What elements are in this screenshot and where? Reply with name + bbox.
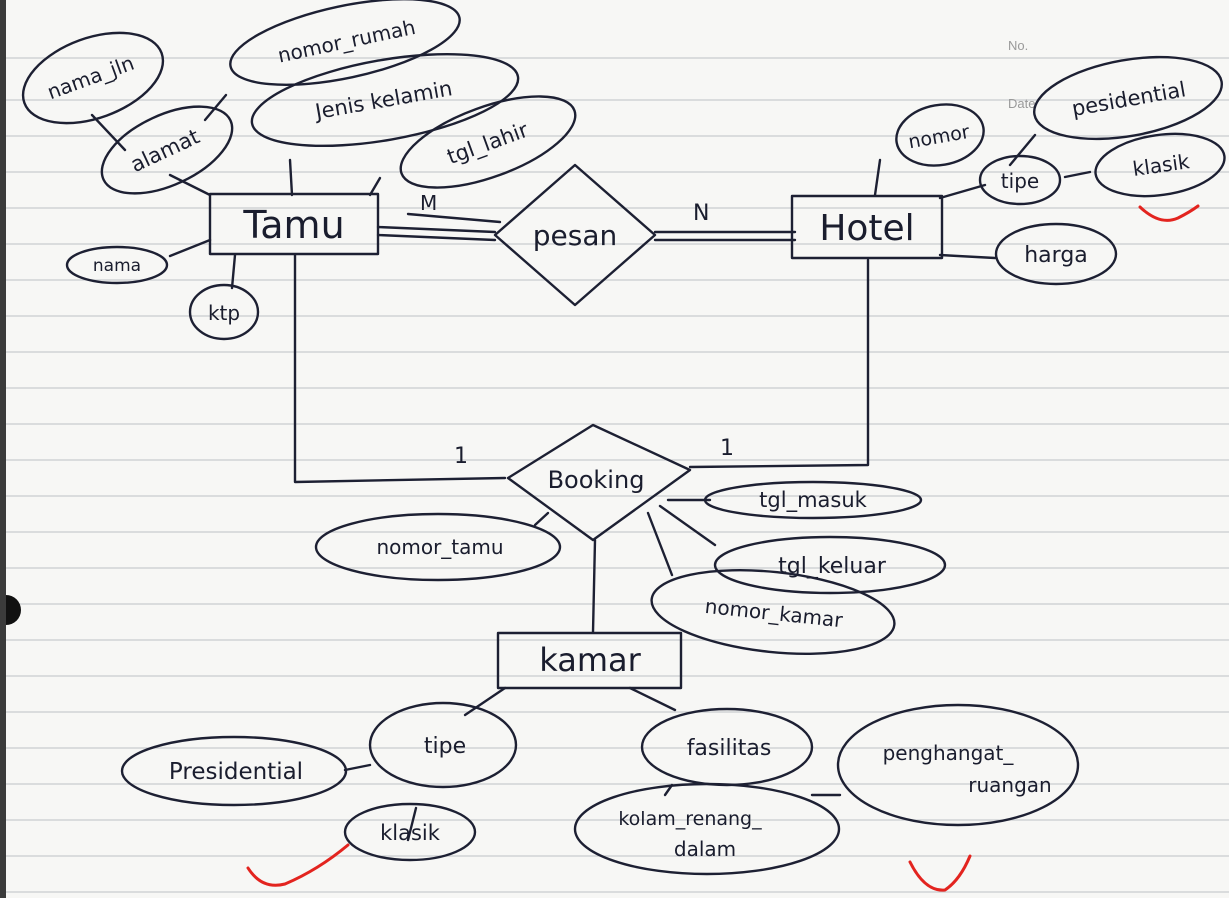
entity-hotel-label: Hotel <box>819 208 914 249</box>
attr-nomor-tamu: nomor_tamu <box>314 512 562 582</box>
attr-kamar-tipe-label: tipe <box>424 734 466 759</box>
attr-tgl-masuk-label: tgl_masuk <box>759 488 867 513</box>
relationship-pesan-label: pesan <box>533 219 618 252</box>
attr-kolam-renang-dalam: kolam_renang_ dalam <box>573 782 841 876</box>
attr-tgl-lahir-label: tgl_lahir <box>444 118 532 170</box>
entity-tamu-label: Tamu <box>242 203 344 247</box>
attr-nama-jln-label: nama_jln <box>44 51 137 104</box>
attr-kamar-fasilitas: fasilitas <box>640 707 814 787</box>
cardinality-n: N <box>693 201 709 226</box>
attr-kamar-presidential: Presidential <box>120 735 348 807</box>
attr-nomor-kamar-label: nomor_kamar <box>704 594 845 632</box>
attr-nama: nama <box>65 245 169 285</box>
attr-hotel-nomor-label: nomor <box>907 121 972 153</box>
attr-hotel-nomor: nomor <box>895 103 985 167</box>
attr-kamar-klasik-label: klasik <box>380 821 441 845</box>
attr-kamar-tipe: tipe <box>368 701 518 789</box>
entity-kamar: kamar <box>496 631 683 690</box>
attr-kamar-fasilitas-label: fasilitas <box>687 736 772 761</box>
booking-attributes: nomor_tamu tgl_masuk tgl_keluar nomor_ka… <box>314 480 947 655</box>
relationship-pesan: pesan <box>493 163 657 307</box>
attr-kolam-renang-dalam-label-2: dalam <box>674 837 736 861</box>
cardinality-booking-tamu: 1 <box>454 444 468 469</box>
check-mark-hotel-klasik <box>1138 204 1200 222</box>
attr-ktp-label: ktp <box>208 301 240 325</box>
attr-hotel-klasik-label: klasik <box>1131 149 1191 181</box>
kamar-attributes: tipe Presidential klasik fasilitas pengh… <box>120 701 1080 876</box>
connector-lines <box>90 93 1092 842</box>
attr-nomor-tamu-label: nomor_tamu <box>376 535 503 559</box>
attr-tgl-masuk: tgl_masuk <box>703 480 923 520</box>
check-mark-fasilitas <box>908 854 972 892</box>
attr-penghangat-ruangan-label-1: penghangat_ <box>883 741 1015 765</box>
attr-nama-jln: nama_jln <box>21 31 165 125</box>
attr-hotel-tipe: tipe <box>978 154 1062 206</box>
attr-nomor-rumah-label: nomor_rumah <box>275 15 417 68</box>
attr-nama-label: nama <box>93 256 141 276</box>
attr-kolam-renang-dalam-label-1: kolam_renang_ <box>618 808 762 830</box>
no-label: No. <box>1008 38 1028 53</box>
date-label: Date <box>1008 96 1035 111</box>
attr-hotel-tipe-label: tipe <box>1001 169 1039 193</box>
attr-kamar-klasik: klasik <box>343 802 477 862</box>
tamu-attributes: nama_jln nomor_rumah alamat Jenis kelami… <box>21 0 577 341</box>
attr-ktp: ktp <box>188 283 260 341</box>
attr-tgl-keluar: tgl_keluar <box>713 535 947 595</box>
attr-jenis-kelamin-label: Jenis kelamin <box>312 76 455 124</box>
attr-penghangat-ruangan: penghangat_ ruangan <box>836 703 1080 827</box>
entity-kamar-label: kamar <box>539 641 641 679</box>
entity-tamu: Tamu <box>208 192 380 256</box>
attr-hotel-harga: harga <box>994 222 1118 286</box>
cardinality-booking-hotel: 1 <box>720 436 734 461</box>
relationship-booking-label: Booking <box>548 466 645 494</box>
attr-hotel-presidential-label: pesidential <box>1070 77 1188 121</box>
cardinality-m: M <box>420 191 437 215</box>
attr-alamat-label: alamat <box>127 124 203 177</box>
attr-hotel-harga-label: harga <box>1024 243 1088 268</box>
attr-penghangat-ruangan-label-2: ruangan <box>968 773 1051 797</box>
entity-hotel: Hotel <box>790 194 944 260</box>
check-marks <box>246 204 1200 892</box>
relationship-booking: Booking <box>506 423 692 542</box>
check-mark-kamar-klasik <box>246 843 350 887</box>
attr-kamar-presidential-label: Presidential <box>169 759 303 785</box>
